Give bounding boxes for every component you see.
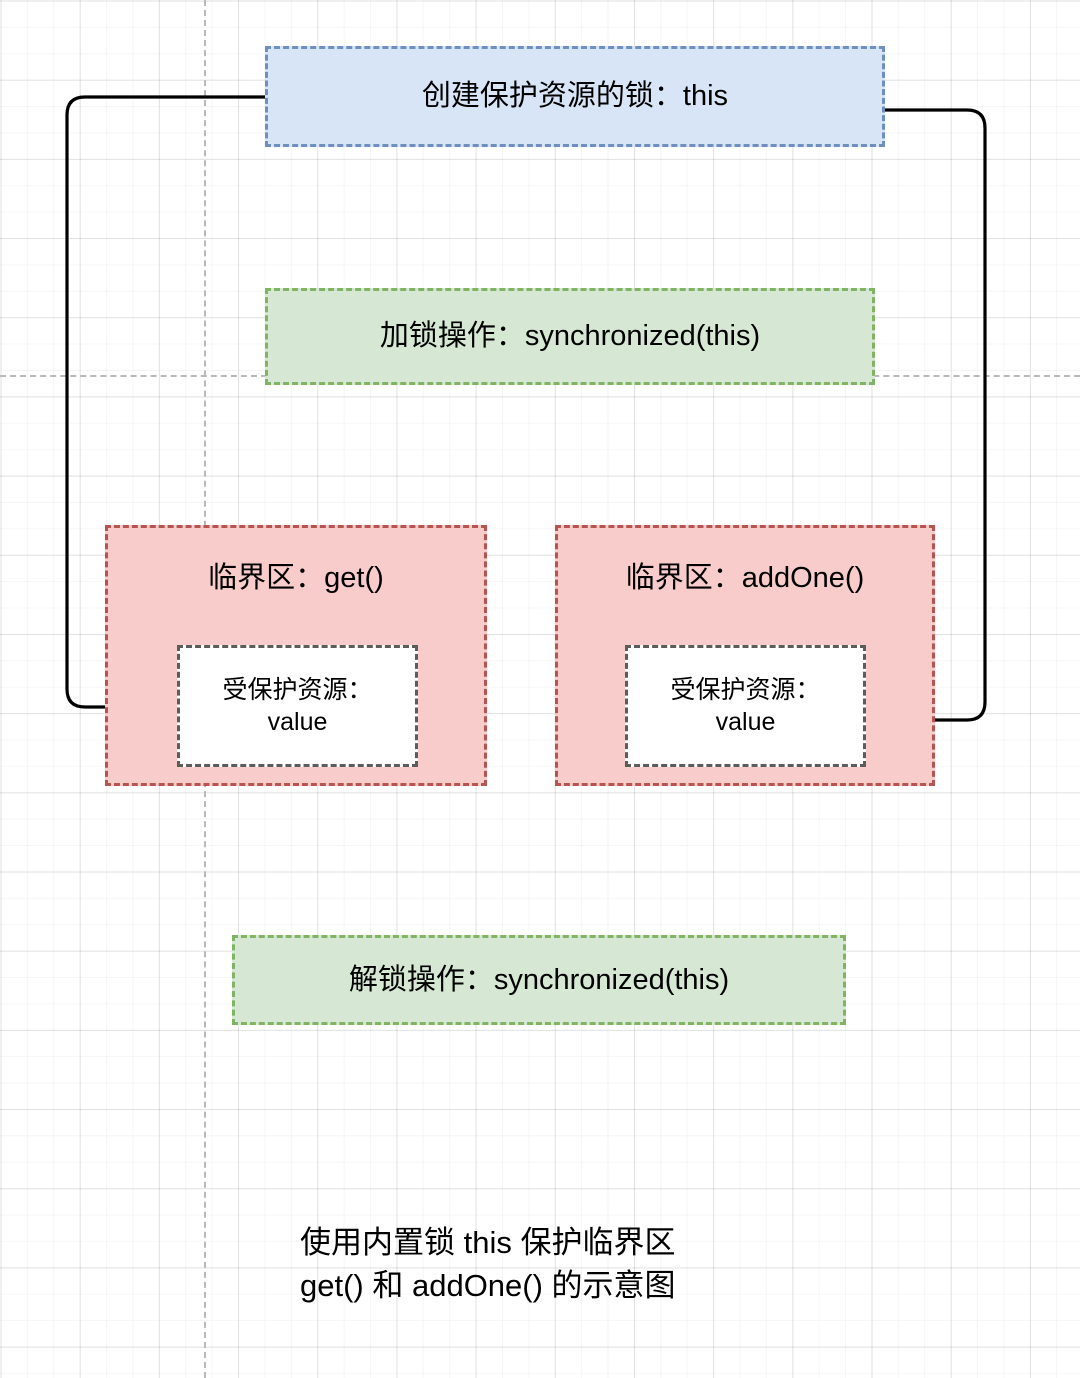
- node-protected-resource-get-line1: 受保护资源：: [222, 675, 373, 704]
- node-protected-resource-addone-line2: value: [715, 708, 776, 736]
- node-protected-resource-get-line2: value: [267, 708, 328, 736]
- node-create-lock-label: 创建保护资源的锁：this: [421, 80, 729, 113]
- node-lock-release[interactable]: 解锁操作：synchronized(this): [232, 935, 846, 1025]
- node-protected-resource-addone[interactable]: 受保护资源： value: [625, 645, 866, 767]
- node-lock-release-label: 解锁操作：synchronized(this): [348, 963, 730, 996]
- node-protected-resource-get[interactable]: 受保护资源： value: [177, 645, 418, 767]
- node-protected-resource-addone-line1: 受保护资源：: [670, 675, 821, 704]
- node-lock-acquire[interactable]: 加锁操作：synchronized(this): [265, 288, 875, 385]
- node-lock-acquire-label: 加锁操作：synchronized(this): [379, 320, 761, 353]
- node-critical-section-addone-label: 临界区：addOne(): [625, 562, 865, 594]
- node-critical-section-get-label: 临界区：get(): [208, 562, 384, 594]
- node-create-lock[interactable]: 创建保护资源的锁：this: [265, 46, 885, 147]
- diagram-caption: 使用内置锁 this 保护临界区 get() 和 addOne() 的示意图: [300, 1225, 676, 1303]
